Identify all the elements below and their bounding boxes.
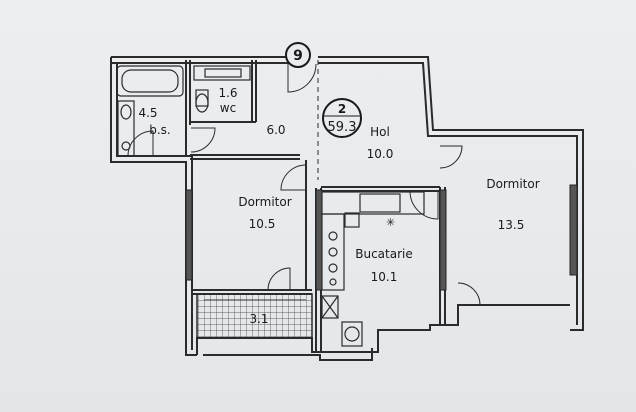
unit-marker-text: 9: [293, 48, 303, 64]
room-area-wc: 1.6: [218, 86, 237, 100]
apartment-area: 59.3: [328, 120, 357, 135]
window-kitchen: [315, 189, 323, 291]
room-area-balcony: 3.1: [249, 312, 268, 326]
kitchen-fixtures: [321, 191, 425, 347]
room-name-wc: wc: [220, 101, 236, 115]
room-area-hol: 10.0: [367, 147, 394, 161]
room-name-dormitor-left: Dormitor: [238, 195, 291, 209]
asterisk-icon: ✳: [386, 216, 395, 229]
apartment-number: 2: [338, 102, 346, 116]
outer-walls: [110, 56, 584, 361]
room-area-bath: 4.5: [138, 106, 157, 120]
room-area-dormitor-left: 10.5: [249, 217, 276, 231]
wc-fixtures: [193, 65, 251, 113]
room-area-dormitor-right: 13.5: [498, 218, 525, 232]
room-area-corridor: 6.0: [266, 123, 285, 137]
window-right-bedroom: [569, 184, 578, 276]
windows: [185, 184, 578, 291]
balcony-grid: [196, 293, 313, 339]
room-name-bath: b.s.: [149, 123, 171, 137]
room-name-dormitor-right: Dormitor: [486, 177, 539, 191]
room-area-bucatarie: 10.1: [371, 270, 398, 284]
apartment-badge: [322, 98, 362, 138]
bathtub: [116, 65, 184, 97]
room-name-bucatarie: Bucatarie: [355, 247, 413, 261]
door-swings: [127, 63, 481, 306]
window-left-bedroom: [185, 189, 193, 281]
bathroom-sink: [117, 100, 135, 157]
unit-marker-circle: [285, 42, 311, 68]
window-hall: [439, 189, 447, 291]
room-name-hol: Hol: [370, 125, 390, 139]
